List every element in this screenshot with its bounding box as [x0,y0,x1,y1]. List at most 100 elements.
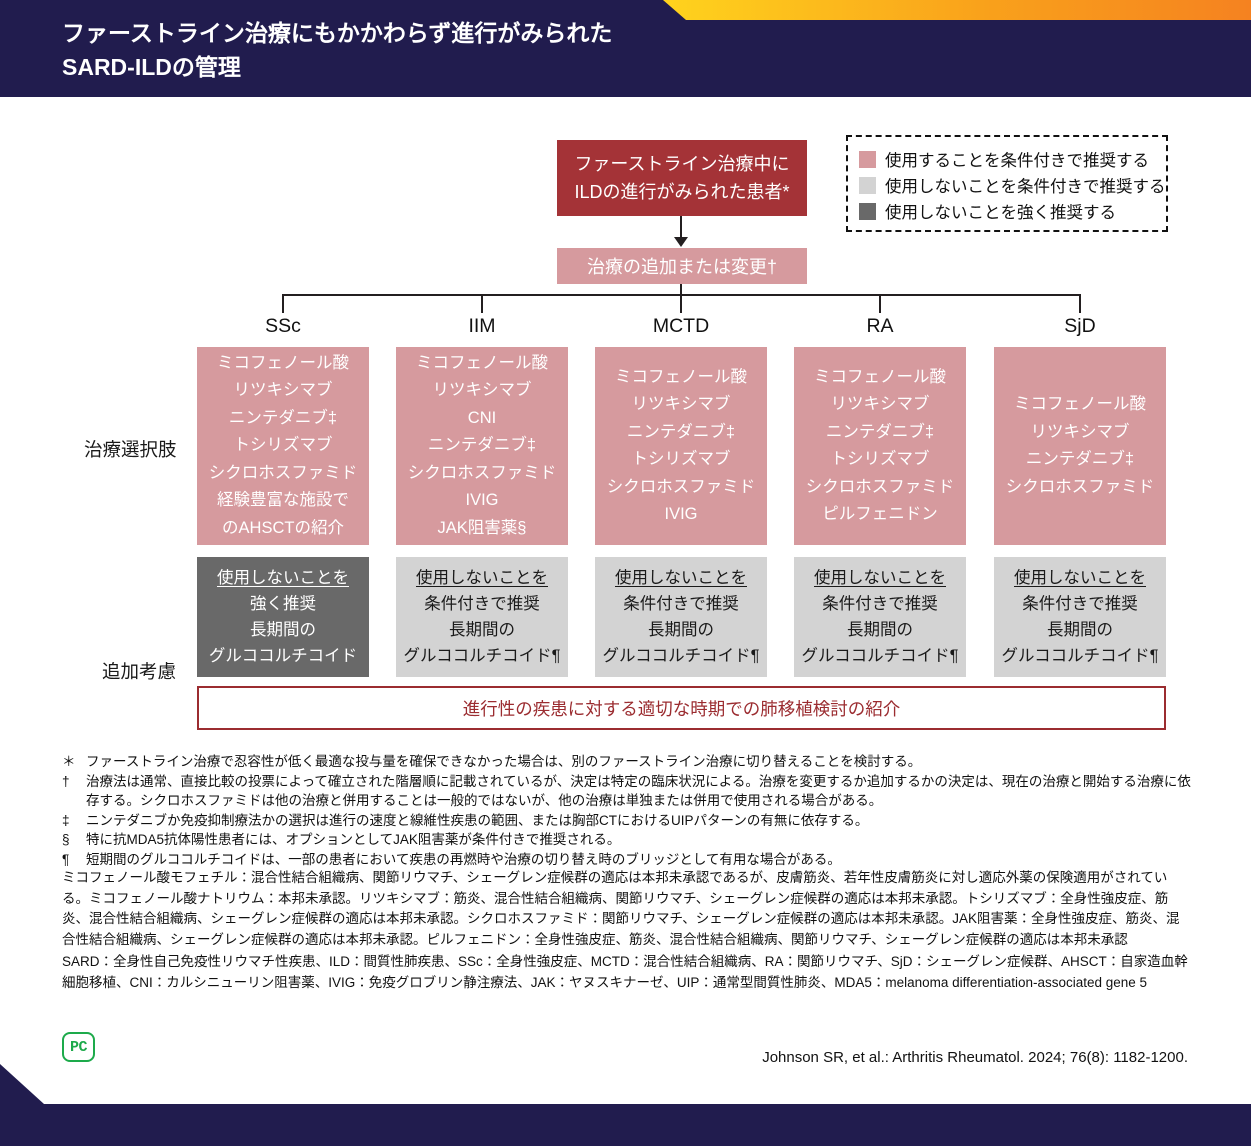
treatment-item: 経験豊富な施設で [217,491,349,510]
footnote-marker: ‡ [62,812,70,828]
recommendation-line: 使用しないことを [1014,569,1146,587]
column-label-sjd: SjD [1064,315,1096,337]
approval-note: ミコフェノール酸モフェチル：混合性結合組織病、関節リウマチ、シェーグレン症候群の… [62,870,1180,947]
treatment-box-iim: ミコフェノール酸 リツキシマブ CNI ニンテダニブ‡ シクロホスファミド IV… [396,347,568,545]
treatment-item: IVIG [465,491,499,510]
recommendation-box-iim: 使用しないことを 条件付きで推奨 長期間の グルココルチコイド¶ [396,557,568,677]
legend-label: 使用しないことを条件付きで推奨する [885,178,1166,196]
footnote-text: 特に抗MDA5抗体陽性患者には、オプションとしてJAK阻害薬が条件付きで推奨され… [86,832,621,847]
recommendation-box-mctd: 使用しないことを 条件付きで推奨 長期間の グルココルチコイド¶ [595,557,767,677]
legend-item-conditional-against: 使用しないことを条件付きで推奨する [859,172,1166,198]
column-label-ssc: SSc [265,315,301,337]
tree-connector-center [680,284,682,296]
treatment-item: ミコフェノール酸 [1014,395,1146,413]
recommendation-line: 使用しないことを [416,569,548,587]
legend-label: 使用しないことを強く推奨する [885,204,1116,222]
footnote-text: 治療法は通常、直接比較の投票によって確立された階層順に記載されているが、決定は特… [86,773,1191,809]
recommendation-box-ssc: 使用しないことを 強く推奨 長期間の グルココルチコイド [197,557,369,677]
footnote-text: ファーストライン治療で忍容性が低く最適な投与量を確保できなかった場合は、別のファ… [86,754,922,769]
citation: Johnson SR, et al.: Arthritis Rheumatol.… [762,1049,1188,1066]
footnote-marker: ＊ [62,754,76,769]
column-label-ra: RA [866,315,894,337]
treatment-item: シクロホスファミド [208,463,358,482]
row-label-additional-considerations: 追加考慮 [102,661,177,682]
treatment-item: IVIG [664,505,698,523]
tree-stub-sjd [1079,294,1081,313]
fine-print: ミコフェノール酸モフェチル：混合性結合組織病、関節リウマチ、シェーグレン症候群の… [62,868,1190,995]
recommendation-line: 条件付きで推奨 [424,595,540,613]
treatment-item: リツキシマブ [631,395,731,413]
treatment-box-ssc: ミコフェノール酸 リツキシマブ ニンテダニブ‡ トシリズマブ シクロホスファミド… [197,347,369,545]
footnote-dagger: † 治療法は通常、直接比較の投票によって確立された階層順に記載されているが、決定… [62,772,1192,811]
footer-band [0,1104,1251,1146]
legend-swatch-dark-gray [859,202,876,220]
treatment-item: リツキシマブ [233,381,333,400]
tree-stub-mctd [680,294,682,313]
recommendation-line: 条件付きで推奨 [1022,595,1138,613]
treatment-item: シクロホスファミド [407,463,557,482]
footnote-marker: † [62,773,70,789]
recommendation-box-ra: 使用しないことを 条件付きで推奨 長期間の グルココルチコイド¶ [794,557,966,677]
recommendation-line: 使用しないことを [814,569,946,587]
treatment-item: トシリズマブ [233,436,333,455]
abbreviation-list: SARD：全身性自己免疫性リウマチ性疾患、ILD：間質性肺疾患、SSc：全身性強… [62,954,1188,990]
footnote-marker: § [62,832,70,847]
footnote-text: ニンテダニブか免疫抑制療法かの選択は進行の速度と線維性疾患の範囲、または胸部CT… [86,812,869,828]
recommendation-line: グルココルチコイド¶ [1001,647,1159,665]
row-label-treatment-options: 治療選択肢 [84,439,177,460]
recommendation-box-sjd: 使用しないことを 条件付きで推奨 長期間の グルココルチコイド¶ [994,557,1166,677]
treatment-item: リツキシマブ [1030,422,1130,441]
footnote-pilcrow: ¶ 短期間のグルココルチコイドは、一部の患者において疾患の再燃時や治療の切り替え… [62,850,1192,870]
flow-action-box: 治療の追加または変更† [557,248,807,284]
recommendation-line: 長期間の [449,621,515,639]
recommendation-line: 長期間の [648,621,714,639]
column-label-mctd: MCTD [652,315,710,337]
recommendation-line: 使用しないことを [217,569,349,587]
treatment-item: ニンテダニブ‡ [427,436,537,455]
recommendation-line: グルココルチコイド¶ [602,647,760,665]
legend-swatch-light-gray [859,176,876,194]
treatment-item: ピルフェニドン [822,505,938,523]
flow-start-line1: ファーストライン治療中に [574,154,790,174]
recommendation-line: 強く推奨 [250,595,316,613]
treatment-item: リツキシマブ [432,381,532,400]
treatment-item: ニンテダニブ‡ [1025,450,1135,468]
recommendation-line: 長期間の [1047,621,1113,639]
legend-label: 使用することを条件付きで推奨する [885,152,1149,170]
recommendation-line: グルココルチコイド¶ [403,647,561,665]
recommendation-line: 長期間の [250,621,316,639]
treatment-item: シクロホスファミド [606,477,756,496]
pc-logo: PC [62,1032,95,1062]
page-title-line2: SARD-ILDの管理 [62,54,241,80]
treatment-item: ミコフェノール酸 [615,367,747,386]
footnote-marker: ¶ [62,851,70,867]
footnote-text: 短期間のグルココルチコイドは、一部の患者において疾患の再燃時や治療の切り替え時の… [86,851,841,867]
treatment-item: のAHSCTの紹介 [222,518,344,537]
recommendation-line: グルココルチコイド¶ [801,647,959,665]
treatment-item: ミコフェノール酸 [416,353,548,372]
footnote-section: § 特に抗MDA5抗体陽性患者には、オプションとしてJAK阻害薬が条件付きで推奨… [62,830,1192,850]
treatment-item: ニンテダニブ‡ [626,422,736,441]
recommendation-line: 条件付きで推奨 [623,595,739,613]
treatment-box-mctd: ミコフェノール酸 リツキシマブ ニンテダニブ‡ トシリズマブ シクロホスファミド… [595,347,767,545]
flow-start-box: ファーストライン治療中に ILDの進行がみられた患者* [557,140,807,216]
column-label-iim: IIM [468,315,496,337]
footer-notch-shape [0,1064,44,1104]
footnote-asterisk: ＊ ファーストライン治療で忍容性が低く最適な投与量を確保できなかった場合は、別の… [62,752,1192,772]
treatment-item: シクロホスファミド [805,477,955,496]
recommendation-line: 条件付きで推奨 [822,595,938,613]
treatment-item: CNI [467,408,497,427]
treatment-box-ra: ミコフェノール酸 リツキシマブ ニンテダニブ‡ トシリズマブ シクロホスファミド… [794,347,966,545]
treatment-item: トシリズマブ [631,450,731,468]
legend-swatch-pink [859,150,876,168]
legend: 使用することを条件付きで推奨する 使用しないことを条件付きで推奨する 使用しない… [846,135,1168,232]
treatment-item: ミコフェノール酸 [217,353,349,372]
page-title: ファーストライン治療にもかかわらず進行がみられた SARD-ILDの管理 [62,16,612,84]
flow-arrow-head-icon [674,237,688,247]
treatment-item: ニンテダニブ‡ [825,422,935,441]
legend-item-strong-against: 使用しないことを強く推奨する [859,198,1166,224]
treatment-item: ミコフェノール酸 [814,367,946,386]
recommendation-line: 長期間の [847,621,913,639]
lung-transplant-box: 進行性の疾患に対する適切な時期での肺移植検討の紹介 [197,686,1166,730]
